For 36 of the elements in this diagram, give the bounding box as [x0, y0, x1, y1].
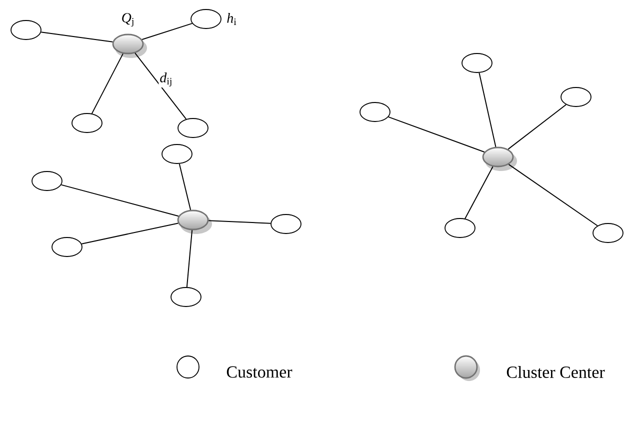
cluster-center: [177, 210, 212, 234]
customer-ellipse: [592, 223, 624, 243]
connector-line: [464, 166, 494, 220]
connector-line: [208, 220, 272, 224]
connector-line: [81, 222, 179, 244]
customer-ellipse: [190, 9, 222, 29]
customer-ellipse: [560, 87, 592, 107]
customer-ellipse: [360, 102, 390, 122]
connector-line: [142, 22, 193, 40]
node-label: Q$_{j}$: [122, 13, 134, 27]
customer-ellipse: [10, 20, 42, 40]
connector-line: [60, 184, 179, 217]
connector-line: [508, 164, 598, 226]
edge-label: d$_{ij}$: [160, 72, 172, 86]
connector-line: [91, 53, 124, 114]
customer-ellipse: [72, 113, 102, 133]
connector-line: [40, 32, 114, 42]
cluster-center: [482, 146, 517, 171]
connector-line: [134, 52, 187, 120]
customer-ellipse: [32, 171, 62, 191]
connector-line: [388, 116, 485, 152]
connector-line: [478, 72, 496, 148]
node-label: h$_{i}$: [227, 13, 236, 25]
legend-label: Cluster Center: [506, 366, 605, 378]
legend-label: Customer: [226, 366, 292, 378]
customer-ellipse: [462, 53, 492, 73]
cluster-center: [112, 34, 147, 58]
customer-ellipse: [52, 237, 82, 257]
customer-ellipse: [170, 287, 202, 307]
customer-ellipse: [162, 144, 192, 164]
customer-ellipse: [270, 214, 302, 234]
connector-line: [508, 104, 567, 150]
connector-line: [178, 163, 192, 210]
customer-ellipse: [444, 218, 476, 238]
connector-line: [186, 230, 193, 288]
customer-ellipse: [178, 118, 208, 138]
